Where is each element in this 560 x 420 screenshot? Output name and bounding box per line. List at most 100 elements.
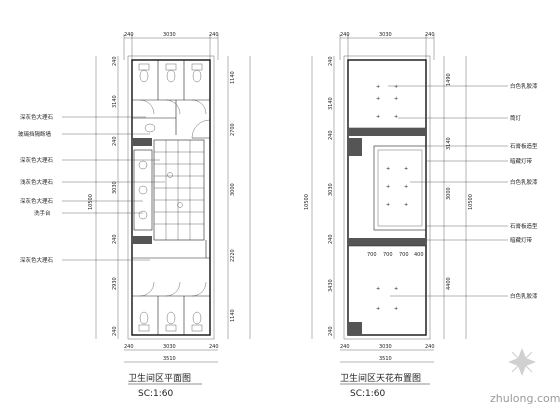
dim-bottom-right: 240 xyxy=(209,344,219,350)
dim-right-total: 10500 xyxy=(468,194,474,210)
dim-left-5: 240 xyxy=(112,234,118,244)
dim-left-3: 240 xyxy=(328,130,334,140)
callout-label: 深灰色大理石 xyxy=(20,197,54,205)
dim-right-2: 2700 xyxy=(230,123,236,136)
dim-top-left: 240 xyxy=(124,32,134,38)
toilet-icon xyxy=(138,63,150,83)
dim-left-total: 10500 xyxy=(88,194,94,210)
basin-icon xyxy=(138,185,148,195)
callout-label: 石膏板造型 xyxy=(510,142,538,150)
ceiling-dim: 700 xyxy=(383,252,393,258)
svg-text:+: + xyxy=(394,114,398,120)
downlight-icon: + + + + xyxy=(376,286,398,312)
svg-text:+: + xyxy=(394,286,398,292)
dim-right-2: 3140 xyxy=(446,137,452,150)
svg-text:+: + xyxy=(376,286,380,292)
dim-top-left: 240 xyxy=(340,32,350,38)
watermark: zhulong.com xyxy=(490,348,560,405)
svg-text:+: + xyxy=(376,96,380,102)
dim-right-3: 3000 xyxy=(446,187,452,200)
callout-label: 筒灯 xyxy=(510,114,522,122)
downlight-icon: + + + + + + xyxy=(376,84,398,120)
svg-text:+: + xyxy=(376,114,380,120)
callout-label: 玻璃挡隔断墙 xyxy=(18,130,52,138)
svg-text:+: + xyxy=(376,84,380,90)
right-ceiling-plan: 240 3030 240 + + + + + + + + + + + + 700 700 7… xyxy=(304,32,538,399)
callout-label: 白色乳胶漆 xyxy=(510,82,538,90)
dim-right-4: 2220 xyxy=(230,249,236,262)
ceiling-dim: 400 xyxy=(414,252,424,258)
dim-left-4: 3030 xyxy=(328,183,334,196)
ceiling-dim: 700 xyxy=(367,252,377,258)
callout-label: 深灰色大理石 xyxy=(20,113,54,121)
downlight-icon: + + + + + + xyxy=(386,166,408,208)
dim-left-7: 240 xyxy=(328,326,334,336)
callout-label: 洗手台 xyxy=(34,209,51,217)
watermark-logo-icon xyxy=(508,348,536,376)
basin-icon xyxy=(138,210,148,220)
dim-bottom-right: 240 xyxy=(425,344,435,350)
dim-left-2: 3140 xyxy=(328,97,334,110)
basin-icon xyxy=(138,160,148,170)
toilet-icon xyxy=(144,123,156,133)
dim-left-6: 3430 xyxy=(328,279,334,292)
svg-text:+: + xyxy=(386,202,390,208)
dim-left-2: 3140 xyxy=(112,95,118,108)
dim-bottom-left: 240 xyxy=(340,344,350,350)
dim-right-3: 3000 xyxy=(230,183,236,196)
dim-right-1: 1140 xyxy=(230,71,236,84)
dim-left-5: 240 xyxy=(328,234,334,244)
svg-text:+: + xyxy=(404,202,408,208)
dim-left-total: 10500 xyxy=(304,194,310,210)
dim-right-5: 1140 xyxy=(230,309,236,322)
toilet-icon xyxy=(138,311,150,332)
floor-drain-icon xyxy=(177,202,183,208)
dim-left-4: 3030 xyxy=(112,181,118,194)
callout-label: 浅灰色大理石 xyxy=(20,178,54,186)
svg-text:+: + xyxy=(394,96,398,102)
svg-text:+: + xyxy=(404,184,408,190)
dim-bottom-left: 240 xyxy=(124,344,134,350)
drawing-title: 卫生间区天花布置图 xyxy=(340,372,421,384)
callout-label: 石膏板造型 xyxy=(510,222,538,230)
dim-top-mid: 3030 xyxy=(163,32,176,38)
dim-left-6: 2930 xyxy=(112,277,118,290)
dim-bottom-total: 3510 xyxy=(379,356,392,362)
tile-pattern xyxy=(154,140,204,240)
toilet-icon xyxy=(165,311,177,332)
left-floor-plan: 240 3030 240 xyxy=(18,32,251,399)
drawing-scale: SC:1:60 xyxy=(138,389,174,399)
callout-label: 白色乳胶漆 xyxy=(510,178,538,186)
dim-bottom-mid: 3030 xyxy=(163,344,176,350)
dim-top-mid: 3030 xyxy=(379,32,392,38)
svg-text:+: + xyxy=(386,184,390,190)
svg-text:+: + xyxy=(386,166,390,172)
callout-leaders xyxy=(388,85,508,297)
dim-left-7: 240 xyxy=(112,326,118,336)
watermark-text: zhulong.com xyxy=(490,392,560,405)
callout-label: 深灰色大理石 xyxy=(20,156,54,164)
toilet-icon xyxy=(191,311,203,332)
dim-bottom-total: 3510 xyxy=(163,356,176,362)
dim-top-right: 240 xyxy=(209,32,219,38)
callout-label: 白色乳胶漆 xyxy=(510,292,538,300)
dim-right-1: 1490 xyxy=(446,73,452,86)
ceiling-dim: 700 xyxy=(399,252,409,258)
svg-text:+: + xyxy=(394,306,398,312)
dim-top-right: 240 xyxy=(425,32,435,38)
drawing-scale: SC:1:60 xyxy=(350,389,386,399)
callout-label: 深灰色大理石 xyxy=(20,256,54,264)
dim-right-4: 4400 xyxy=(446,277,452,290)
toilet-icon xyxy=(191,63,203,83)
callout-label: 暗藏灯带 xyxy=(510,157,533,165)
svg-text:+: + xyxy=(404,166,408,172)
svg-text:+: + xyxy=(394,84,398,90)
dim-left-1: 240 xyxy=(328,56,334,66)
toilet-icon xyxy=(165,63,177,83)
svg-text:+: + xyxy=(376,306,380,312)
callout-leaders xyxy=(62,116,165,261)
dim-left-3: 240 xyxy=(112,136,118,146)
drawing-title: 卫生间区平面图 xyxy=(128,372,191,384)
dim-bottom-mid: 3030 xyxy=(379,344,392,350)
